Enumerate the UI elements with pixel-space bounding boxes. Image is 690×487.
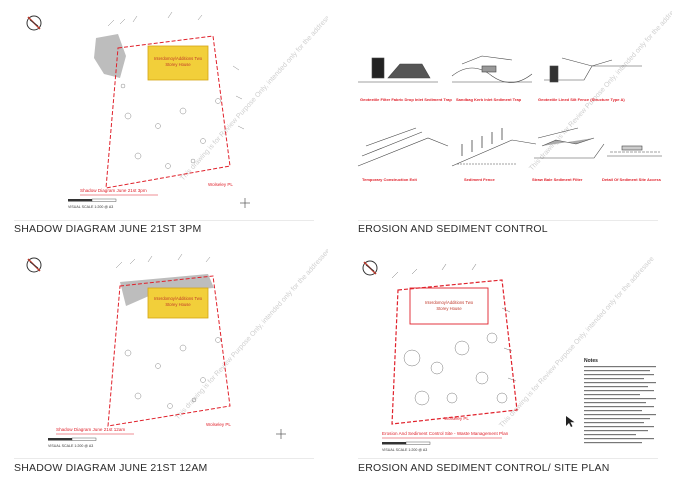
caption-shadow-3pm: SHADOW DIAGRAM JUNE 21ST 3PM (14, 223, 202, 235)
compass-icon (26, 15, 42, 31)
watermark-text: This drawing is for Review Purpose Only,… (179, 9, 328, 183)
shadow-diagram-3pm-panel: This drawing is for Review Purpose Only,… (8, 6, 328, 231)
site-boundary (105, 35, 231, 189)
proposed-building (147, 45, 209, 81)
divider (14, 220, 314, 221)
detail-label-4: Temporary Construction Exit (362, 177, 417, 182)
street-label: Wolseley PL (444, 416, 469, 421)
detail-label-7: Detail Of Sediment Site Access (602, 177, 662, 182)
detail-label-6: Straw Bale Sediment Filter (532, 177, 583, 182)
building-label-2: Storey House (165, 302, 191, 307)
detail-label-2: Sandbag Kerb Inlet Sediment Trap (456, 97, 522, 102)
detail-label-3: Geotextile Lined Silt Fence (Structure T… (538, 97, 625, 102)
notes-text-block (584, 366, 656, 444)
shadow-area (94, 34, 126, 78)
street-label: Wolseley PL (206, 422, 231, 427)
crosshair-icon (276, 429, 286, 439)
landscape-marks (391, 263, 517, 406)
diagram-title: Shadow Diagram June 21st 3pm (80, 188, 147, 193)
caption-erosion-site-plan: EROSION AND SEDIMENT CONTROL/ SITE PLAN (358, 462, 610, 474)
caption-erosion-control: EROSION AND SEDIMENT CONTROL (358, 223, 548, 235)
landscape-marks (115, 253, 221, 409)
watermark-text: This drawing is for Review Purpose Only,… (174, 248, 328, 421)
erosion-sediment-details-panel: This drawing is for Review Purpose Only,… (352, 6, 672, 231)
detail-drawing-2 (451, 55, 533, 83)
diagram-title: Shadow Diagram June 21st 12am (56, 427, 125, 432)
divider (358, 220, 658, 221)
detail-label-1: Geotextile Filter Fabric Drop Inlet Sedi… (360, 97, 452, 102)
site-plan-drawing: This drawing is for Review Purpose Only,… (26, 9, 328, 209)
building-label: Interdomoy/Additions Two (154, 296, 203, 301)
building-label-2: Storey House (436, 306, 462, 311)
site-boundary (391, 279, 518, 425)
divider (358, 458, 658, 459)
detail-drawing-4 (357, 127, 449, 167)
detail-drawing-7 (607, 145, 662, 157)
compass-icon (362, 260, 378, 276)
street-label: Wolseley PL (208, 182, 233, 187)
detail-label-5: Sediment Fence (464, 177, 495, 182)
crosshair-icon (240, 198, 250, 208)
detail-drawing-5 (451, 128, 537, 167)
diagram-title: Erosion And Sediment Control Site - Wast… (382, 431, 509, 436)
scale-text: VISUAL SCALE 1:200 @ A3 (382, 448, 427, 452)
caption-shadow-12am: SHADOW DIAGRAM JUNE 21ST 12AM (14, 462, 208, 474)
building-label: Interdomoy/Additions Two (425, 300, 474, 305)
scale-text: VISUAL SCALE 1:200 @ A3 (68, 205, 113, 209)
building-label-2: Storey House (165, 62, 191, 67)
detail-drawing-1 (358, 57, 438, 83)
detail-drawing-6 (534, 127, 605, 159)
building-label: Interdomoy/Additions Two (154, 56, 203, 61)
compass-icon (26, 257, 42, 273)
watermark-text: This drawing is for Review Purpose Only,… (498, 256, 655, 430)
detail-drawing-3 (544, 57, 642, 83)
site-boundary (107, 275, 231, 427)
notes-title: Notes (584, 358, 598, 364)
cursor-icon (566, 416, 575, 427)
site-plan-drawing: This drawing is for Review Purpose Only,… (362, 256, 656, 452)
divider (14, 458, 314, 459)
proposed-building (147, 287, 209, 319)
scale-text: VISUAL SCALE 1:200 @ A3 (48, 444, 93, 448)
watermark-text: This drawing is for Review Purpose Only,… (528, 6, 672, 172)
detail-sheet-drawing: This drawing is for Review Purpose Only,… (357, 6, 672, 182)
erosion-site-plan-panel: This drawing is for Review Purpose Only,… (352, 248, 672, 473)
site-plan-drawing: This drawing is for Review Purpose Only,… (26, 248, 328, 448)
proposed-building (409, 287, 489, 325)
landscape-marks (107, 11, 245, 169)
shadow-diagram-12am-panel: This drawing is for Review Purpose Only,… (8, 248, 328, 473)
